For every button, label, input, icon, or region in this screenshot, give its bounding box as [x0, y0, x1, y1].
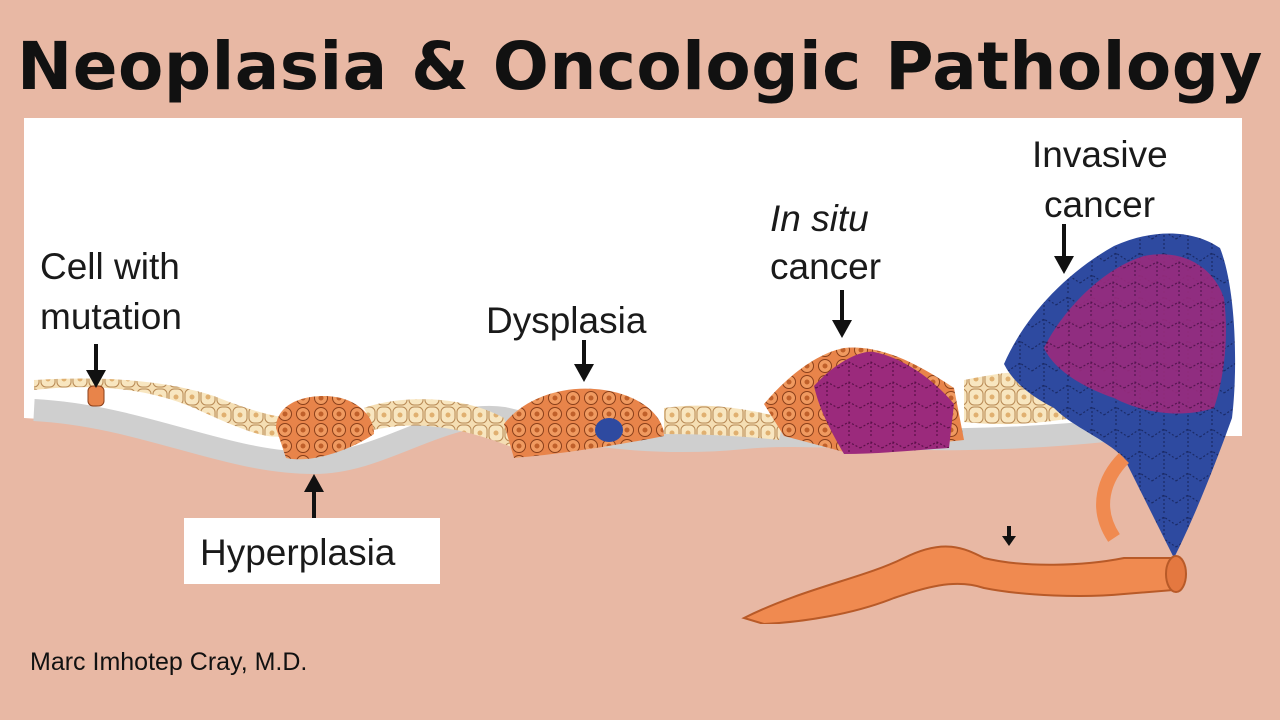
in-situ-malignant-cells: [814, 351, 954, 454]
normal-epithelium-left: [34, 378, 294, 437]
label-dysplasia: Dysplasia: [486, 300, 647, 341]
dysplasia-mound: [504, 388, 664, 458]
dysplasia-abnormal-cell: [595, 418, 623, 442]
hyperplasia-label-box: [184, 518, 440, 584]
mutated-cell: [87, 385, 105, 407]
normal-epithelium-mid: [364, 399, 514, 448]
label-cell-with-mutation-line2: mutation: [40, 296, 182, 337]
lymphatic-branch: [1096, 453, 1130, 542]
neoplasia-progression-diagram: Cell with mutation Hyperplasia Dysplasia…: [24, 118, 1242, 624]
page-title: Neoplasia & Oncologic Pathology: [17, 28, 1263, 105]
label-cell-with-mutation-line1: Cell with: [40, 246, 180, 287]
label-invasive-line1: Invasive: [1032, 134, 1168, 175]
author-credit: Marc Imhotep Cray, M.D.: [30, 648, 308, 676]
annotation-arrows: [86, 224, 1074, 546]
vessel-opening: [1165, 555, 1187, 593]
label-in-situ-line1: In situ: [770, 198, 869, 239]
normal-epithelium-mid2: [664, 405, 784, 440]
diagram-illustration: [24, 118, 1242, 624]
label-invasive-line2: cancer: [1044, 184, 1156, 225]
label-hyperplasia: Hyperplasia: [200, 532, 396, 573]
label-in-situ-line2: cancer: [770, 246, 882, 287]
hyperplasia-mound: [276, 396, 374, 460]
invasive-malignant-core: [1044, 254, 1226, 414]
